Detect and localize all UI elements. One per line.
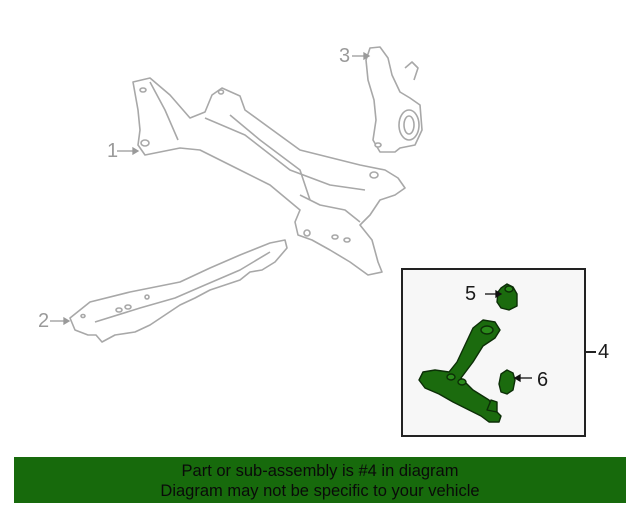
knuckle-outline bbox=[365, 46, 423, 153]
crossmember-outline bbox=[132, 77, 406, 276]
callout-3: 3 bbox=[339, 45, 351, 67]
lower-control-arm bbox=[418, 319, 502, 423]
control-arm-drawing bbox=[418, 283, 532, 423]
callout-6: 6 bbox=[537, 369, 549, 391]
banner-line-1: Part or sub-assembly is #4 in diagram bbox=[181, 462, 459, 480]
sub-assembly-box: 5 6 bbox=[401, 268, 586, 437]
banner-line-2: Diagram may not be specific to your vehi… bbox=[160, 482, 480, 500]
callout-1: 1 bbox=[107, 140, 119, 162]
info-banner: Part or sub-assembly is #4 in diagram Di… bbox=[14, 457, 626, 503]
callout-4-leader bbox=[586, 351, 596, 353]
bushing-6 bbox=[498, 369, 516, 395]
callout-4: 4 bbox=[598, 341, 610, 363]
diagram-drawing bbox=[50, 46, 423, 343]
reinforcement-outline bbox=[69, 239, 288, 343]
callout-2: 2 bbox=[38, 310, 50, 332]
parts-diagram: 1 2 3 5 bbox=[38, 45, 610, 437]
callout-5: 5 bbox=[465, 283, 477, 305]
